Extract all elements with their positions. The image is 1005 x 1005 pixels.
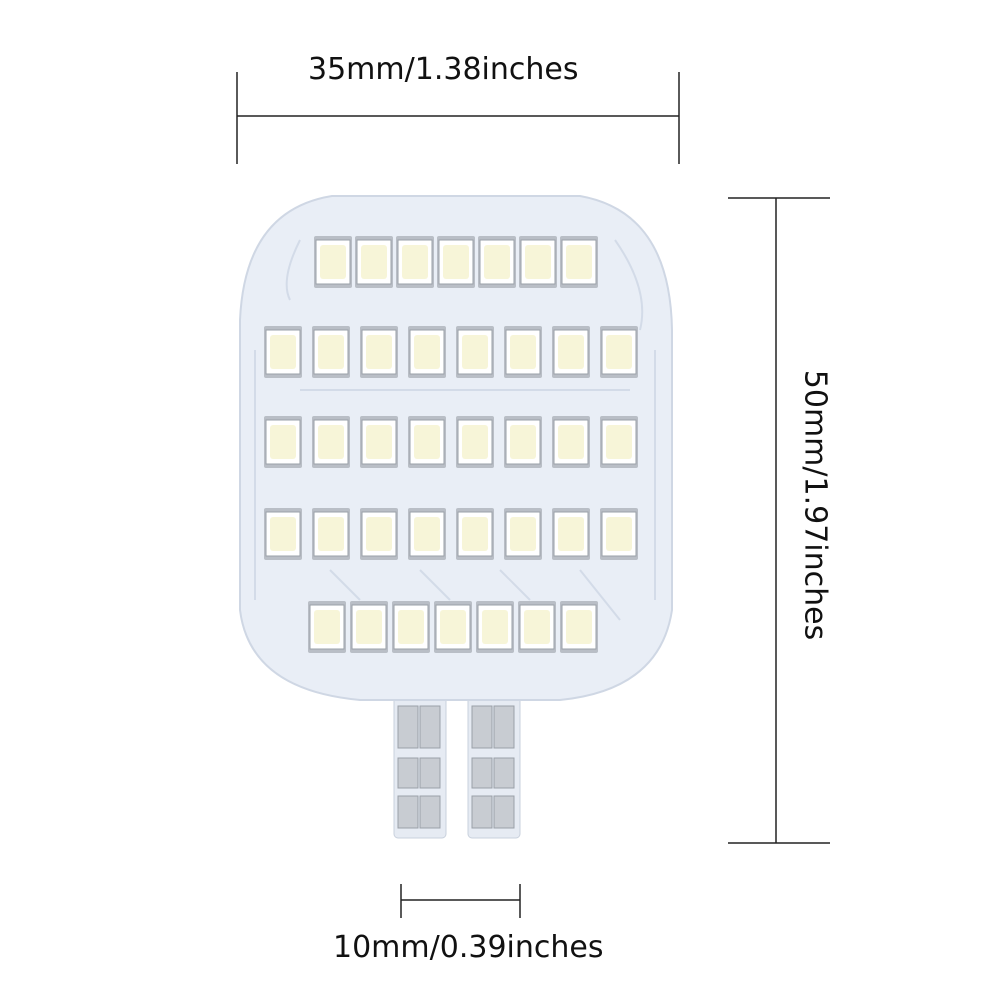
led-chip <box>560 601 598 653</box>
led-chip <box>478 236 516 288</box>
led-chip <box>308 601 346 653</box>
led-chip <box>360 326 398 378</box>
board-tabs <box>393 689 521 839</box>
width-dimension-line <box>236 72 680 164</box>
led-chip <box>264 416 302 468</box>
led-chip <box>408 508 446 560</box>
circuit-traces <box>254 239 656 621</box>
led-chip <box>264 508 302 560</box>
led-chip <box>552 416 590 468</box>
led-chip <box>437 236 475 288</box>
led-chip <box>392 601 430 653</box>
led-chip <box>360 508 398 560</box>
led-chip <box>600 326 638 378</box>
led-chip <box>434 601 472 653</box>
led-chip <box>456 326 494 378</box>
led-chip <box>519 236 557 288</box>
led-chip <box>504 416 542 468</box>
led-chip <box>552 508 590 560</box>
led-chip <box>600 508 638 560</box>
led-chip <box>355 236 393 288</box>
led-chip <box>408 326 446 378</box>
led-chip <box>560 236 598 288</box>
led-chip <box>396 236 434 288</box>
led-chip <box>504 326 542 378</box>
width-dimension-label: 35mm/1.38inches <box>308 52 579 87</box>
led-chip <box>504 508 542 560</box>
led-chip <box>312 326 350 378</box>
led-chip <box>312 416 350 468</box>
led-chip <box>312 508 350 560</box>
led-chip <box>476 601 514 653</box>
led-chip <box>456 416 494 468</box>
led-chip <box>350 601 388 653</box>
led-chip <box>360 416 398 468</box>
led-array <box>264 236 638 653</box>
led-chip <box>408 416 446 468</box>
led-chip <box>552 326 590 378</box>
tab-dimension-line <box>400 884 521 918</box>
height-dimension-line <box>728 197 830 844</box>
led-chip <box>314 236 352 288</box>
led-chip <box>600 416 638 468</box>
led-chip <box>264 326 302 378</box>
tab-width-dimension-label: 10mm/0.39inches <box>333 930 604 965</box>
led-chip <box>518 601 556 653</box>
led-chip <box>456 508 494 560</box>
